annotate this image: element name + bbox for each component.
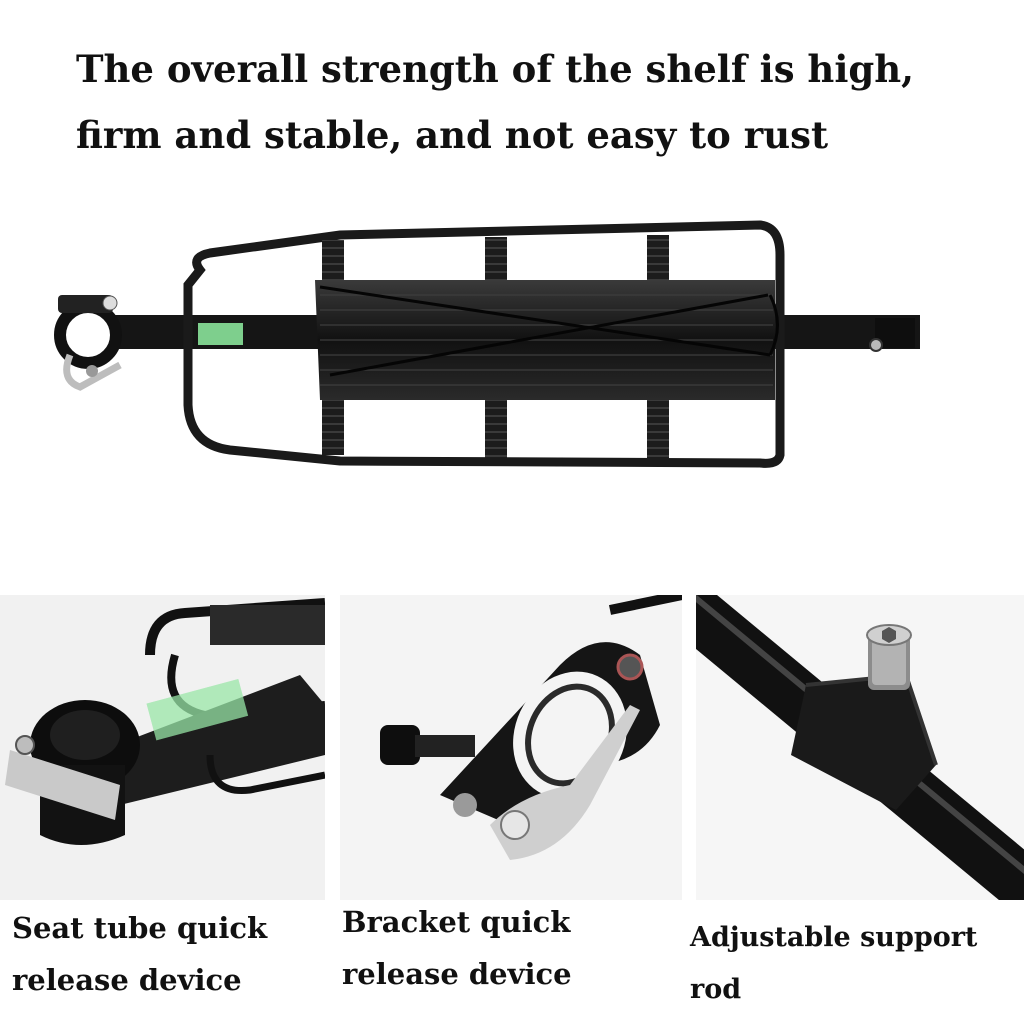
headline: The overall strength of the shelf is hig… (76, 47, 915, 157)
detail-bracket-image (340, 595, 682, 900)
rack-illustration (54, 220, 920, 468)
bungee-cord (319, 285, 779, 377)
screw-icon (869, 338, 883, 352)
caption-seat-tube: Seat tube quick release device (12, 911, 268, 997)
detail-support-rod-image (696, 595, 1024, 900)
caption-support-rod: Adjustable support rod (690, 922, 978, 1005)
rack-frame (183, 220, 785, 468)
rack-hero-image (40, 215, 940, 475)
green-label (198, 323, 243, 345)
seat-clamp (54, 295, 122, 391)
detail-seat-tube-image (0, 595, 325, 900)
caption-bracket: Bracket quick release device (342, 905, 572, 991)
